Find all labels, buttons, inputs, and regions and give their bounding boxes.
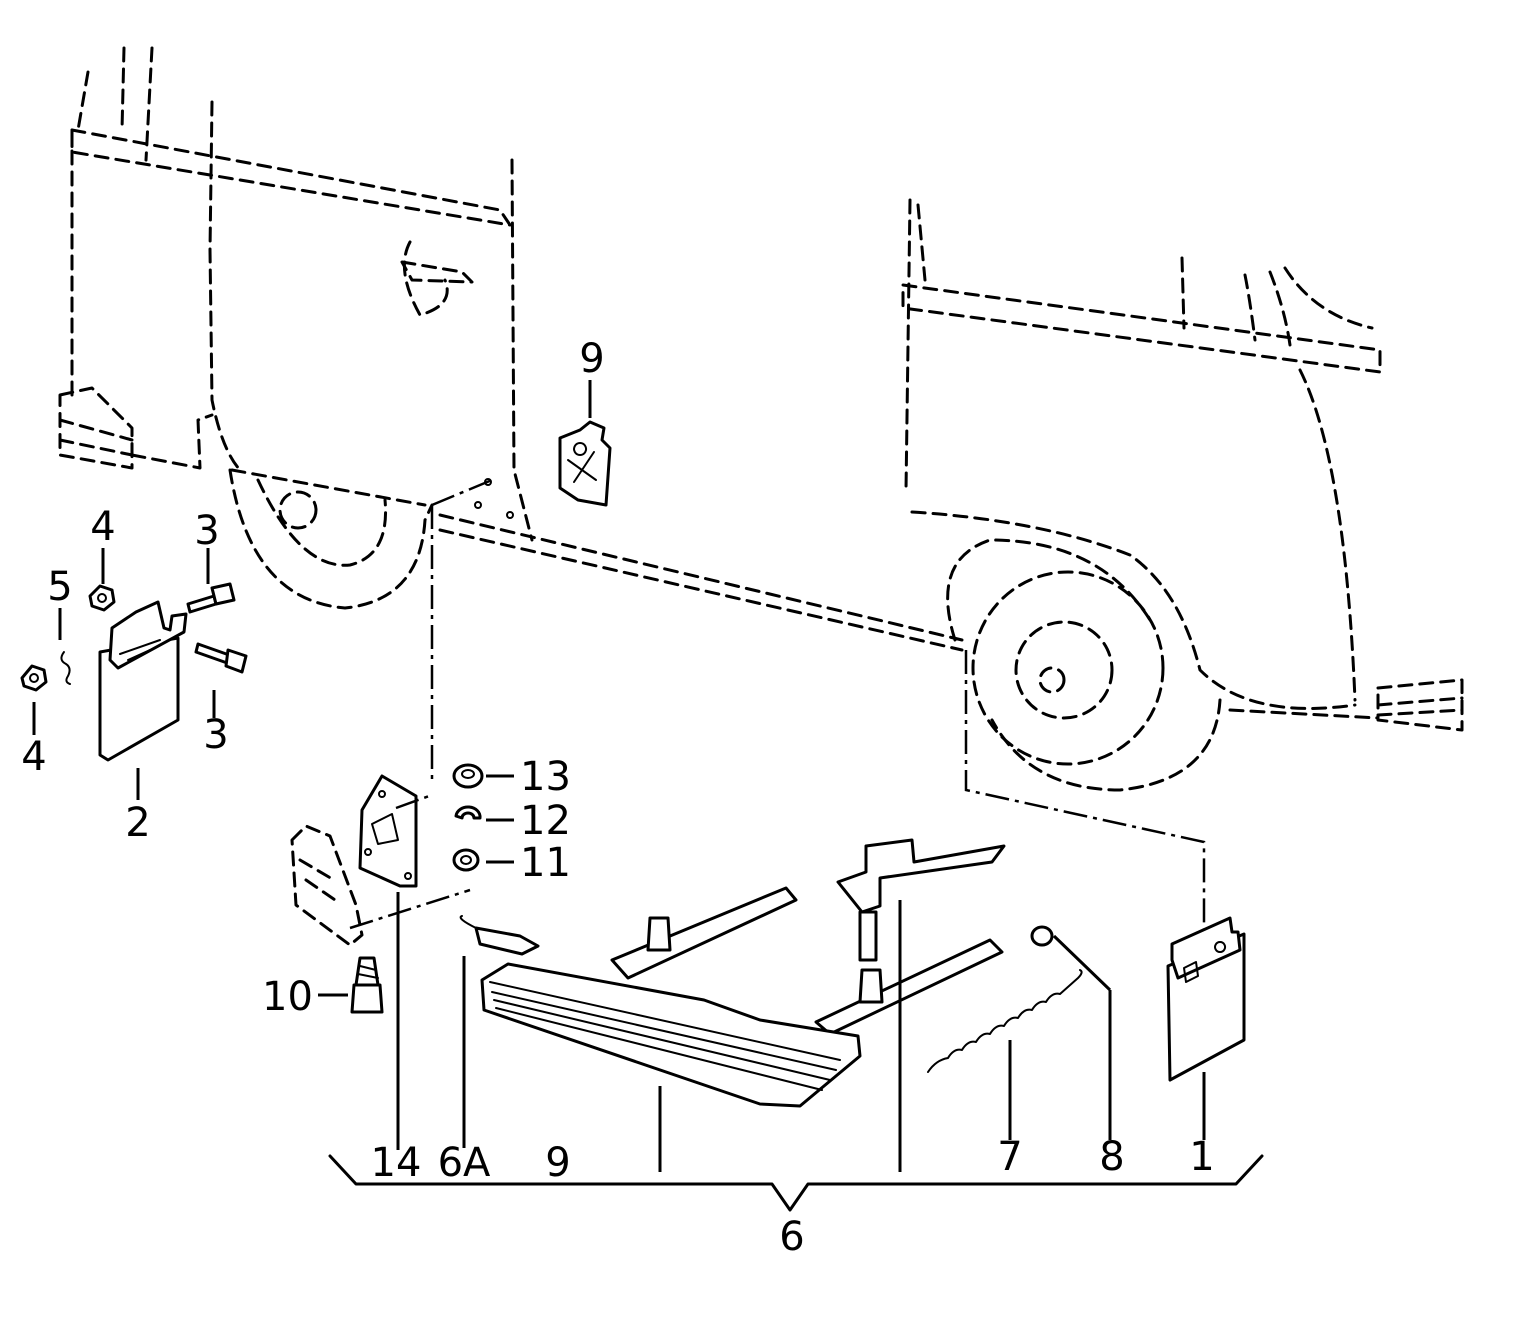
washer-part-11 — [452, 848, 514, 872]
callout-9-bottom: 9 — [545, 1140, 570, 1186]
bolt-part-3-upper — [186, 548, 236, 614]
callout-6A: 6A — [438, 1140, 491, 1186]
bracket-plate-part-14 — [358, 774, 418, 1150]
mud-flap-part-2 — [98, 600, 188, 800]
callout-4-lower: 4 — [21, 734, 46, 780]
callout-4-upper: 4 — [90, 504, 115, 550]
nut-part-4-upper — [88, 548, 116, 612]
callout-12: 12 — [520, 798, 571, 844]
callout-13: 13 — [520, 754, 571, 800]
running-board-step-part-6 — [459, 838, 1006, 1172]
callout-10: 10 — [262, 974, 313, 1020]
callout-3-lower: 3 — [203, 712, 228, 758]
spring-washer-part-5 — [58, 608, 71, 685]
bracket-part-9-upper — [558, 380, 612, 507]
callout-labels: 9 4 3 5 4 3 2 13 12 11 10 14 6A 9 7 8 1 … — [21, 336, 1214, 1260]
lock-washer-part-12 — [454, 805, 514, 822]
assembly-brace-part-6 — [328, 1154, 1264, 1212]
vehicle-body-outline — [58, 46, 1464, 792]
callout-7: 7 — [997, 1134, 1022, 1180]
callout-1: 1 — [1189, 1134, 1214, 1180]
assembly-center-lines — [349, 478, 1206, 930]
callout-3-upper: 3 — [194, 508, 219, 554]
callout-14: 14 — [371, 1140, 422, 1186]
callout-8: 8 — [1099, 1134, 1124, 1180]
mount-outline-phantom — [290, 824, 364, 947]
callout-6: 6 — [779, 1214, 804, 1260]
callout-11: 11 — [520, 840, 571, 886]
stud-part-10 — [318, 956, 384, 1014]
rubber-stop-part-8 — [1030, 925, 1112, 1140]
spring-part-7 — [927, 969, 1083, 1140]
callout-2: 2 — [125, 800, 150, 846]
callout-5: 5 — [47, 564, 72, 610]
mud-flap-part-1 — [1166, 916, 1246, 1140]
nut-part-4-lower — [20, 664, 48, 735]
callout-9-top: 9 — [579, 336, 604, 382]
bolt-part-3-lower — [194, 642, 248, 718]
nut-part-13 — [452, 763, 514, 789]
